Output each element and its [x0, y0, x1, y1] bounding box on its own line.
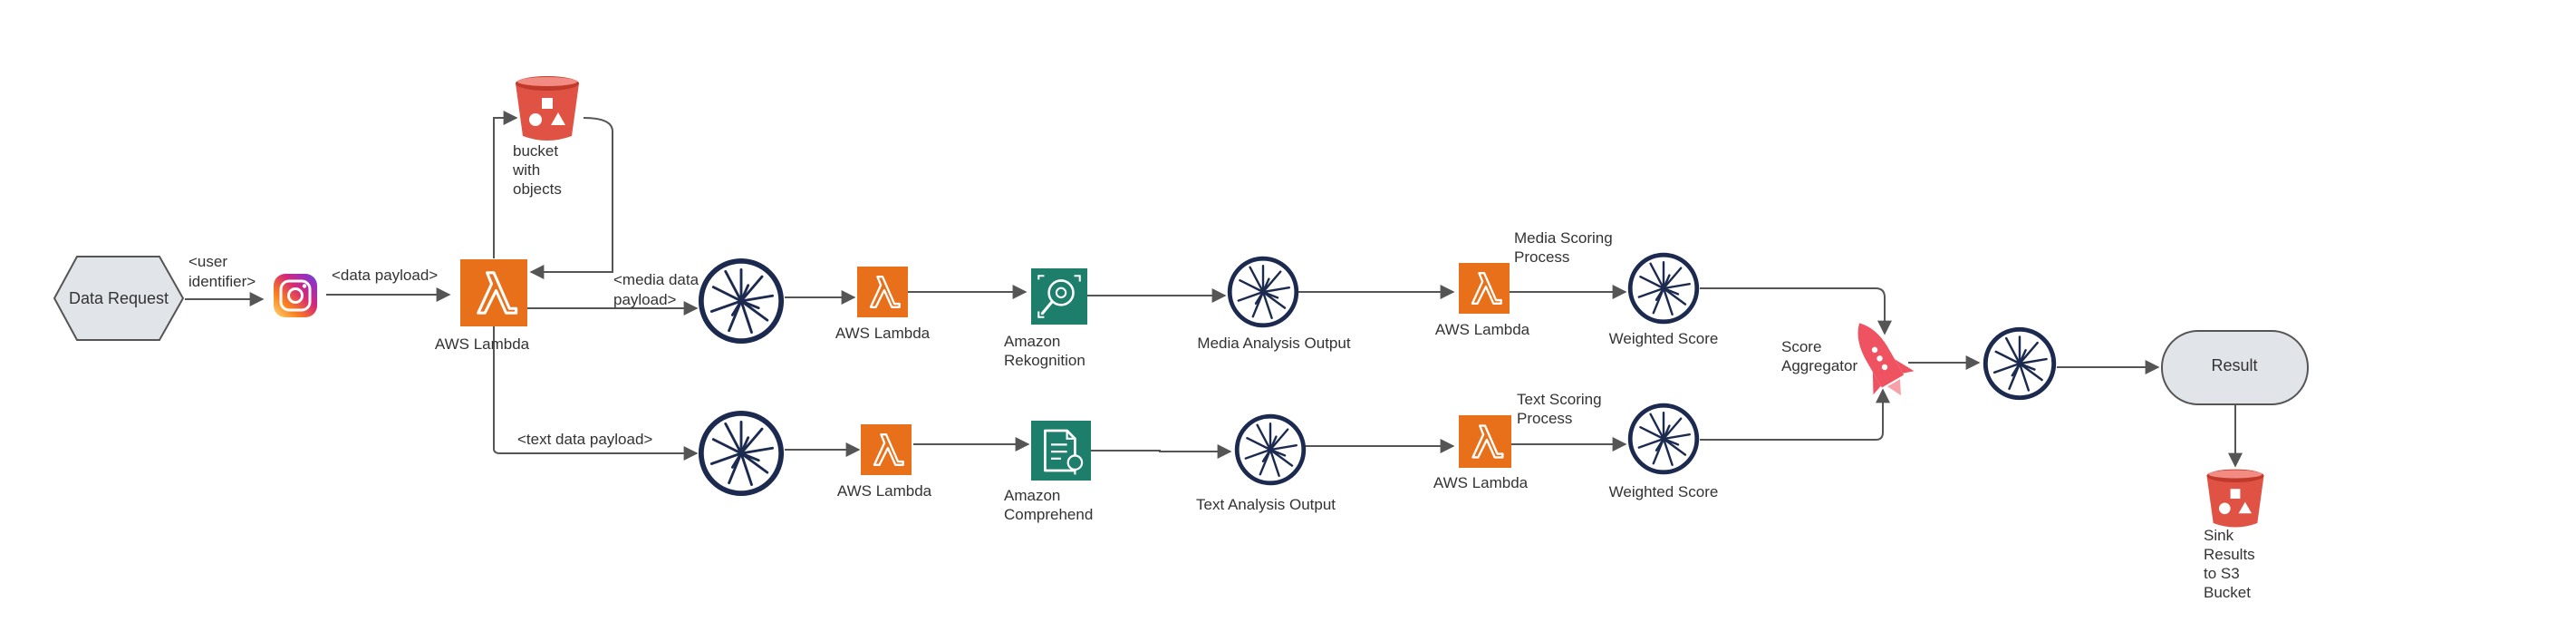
- lambda-node-ingest[interactable]: AWS Lambda: [435, 259, 530, 353]
- lambda-icon: [460, 259, 527, 326]
- lambda-text-label: AWS Lambda: [837, 482, 932, 500]
- kafka-stream-icon: [1630, 405, 1697, 472]
- edge-lambda-to-bucket: [493, 111, 518, 258]
- kafka-stream-icon: [1230, 258, 1297, 325]
- sink-label-2: Results: [2204, 546, 2255, 563]
- lambda-node-media-scoring[interactable]: AWS Lambda Media Scoring Process: [1435, 229, 1613, 338]
- bucket-node[interactable]: bucket with objects: [512, 76, 579, 198]
- weighted-score-text-label: Weighted Score: [1609, 483, 1719, 500]
- kafka-stream-icon: [701, 261, 781, 341]
- text-output-label: Text Analysis Output: [1196, 496, 1336, 513]
- rekognition-label-2: Rekognition: [1004, 352, 1085, 369]
- text-scoring-process-1: Text Scoring: [1517, 391, 1602, 408]
- edge-label-text-payload: <text data payload>: [517, 431, 652, 448]
- lambda-text-scoring-label: AWS Lambda: [1433, 474, 1529, 491]
- edge-label-user-identifier-1: <user: [188, 253, 227, 270]
- rekognition-label-1: Amazon: [1004, 333, 1060, 350]
- media-output-label: Media Analysis Output: [1197, 335, 1350, 352]
- comprehend-label-2: Comprehend: [1004, 506, 1093, 523]
- score-aggregator-label-2: Aggregator: [1781, 357, 1857, 374]
- s3-bucket-icon: [2206, 469, 2264, 528]
- edge-label-media-payload-2: payload>: [613, 291, 677, 308]
- bucket-label-3: objects: [513, 180, 562, 198]
- text-scoring-process-2: Process: [1517, 410, 1572, 427]
- lambda-media-label: AWS Lambda: [835, 325, 931, 342]
- lambda-node-media[interactable]: AWS Lambda: [835, 267, 931, 342]
- edge-label-media-payload-1: <media data: [613, 271, 699, 288]
- comprehend-icon: [1031, 421, 1091, 481]
- kafka-stream-icon: [701, 413, 781, 493]
- result-node[interactable]: Result: [2161, 330, 2309, 405]
- sink-label-4: Bucket: [2204, 584, 2251, 601]
- data-request-label: Data Request: [69, 289, 169, 307]
- weighted-score-media-node[interactable]: Weighted Score: [1609, 255, 1719, 347]
- edge-bucket-to-lambda: [529, 117, 613, 279]
- media-analysis-output-node[interactable]: Media Analysis Output: [1197, 258, 1351, 352]
- lambda-icon: [861, 424, 912, 475]
- rekognition-node[interactable]: Amazon Rekognition: [1004, 268, 1087, 369]
- s3-bucket-icon: [516, 76, 579, 141]
- edge-label-data-payload: <data payload>: [332, 267, 438, 284]
- lambda-node-text[interactable]: AWS Lambda: [837, 424, 932, 500]
- sink-label-1: Sink: [2204, 527, 2234, 544]
- score-aggregator-label-1: Score: [1781, 338, 1821, 355]
- result-label: Result: [2211, 356, 2257, 374]
- comprehend-node[interactable]: Amazon Comprehend: [1004, 421, 1093, 523]
- bucket-label-2: with: [512, 161, 540, 179]
- lambda-node-text-scoring[interactable]: AWS Lambda Text Scoring Process: [1433, 391, 1602, 491]
- text-analysis-output-node[interactable]: Text Analysis Output: [1196, 416, 1336, 513]
- lambda-media-scoring-label: AWS Lambda: [1435, 321, 1530, 338]
- edge-comprehend-to-output: [1091, 444, 1232, 459]
- lambda-icon: [1459, 263, 1510, 314]
- data-request-node[interactable]: Data Request: [53, 256, 185, 341]
- kafka-stream-icon: [1985, 329, 2053, 397]
- kafka-stream-icon: [1630, 255, 1697, 322]
- edge-weighted-text-to-aggregator: [1700, 388, 1890, 441]
- lambda-ingest-label: AWS Lambda: [435, 335, 530, 353]
- sink-bucket-node[interactable]: Sink Results to S3 Bucket: [2204, 469, 2264, 601]
- bucket-label-1: bucket: [513, 142, 558, 160]
- edge-weighted-media-to-aggregator: [1700, 287, 1892, 335]
- rocket-icon: [1857, 323, 1915, 396]
- rekognition-icon: [1031, 268, 1087, 325]
- lambda-icon: [857, 267, 908, 317]
- edge-label-user-identifier-2: identifier>: [188, 273, 256, 290]
- lambda-icon: [1459, 415, 1511, 468]
- score-aggregator-node[interactable]: Score Aggregator: [1781, 311, 1922, 407]
- comprehend-label-1: Amazon: [1004, 487, 1060, 504]
- media-scoring-process-1: Media Scoring: [1514, 229, 1613, 247]
- sink-label-3: to S3: [2204, 565, 2240, 582]
- media-scoring-process-2: Process: [1514, 248, 1569, 266]
- edge-lambda-to-text-stream: [493, 308, 699, 461]
- weighted-score-media-label: Weighted Score: [1609, 330, 1719, 347]
- edges: [185, 111, 2243, 468]
- kafka-stream-icon: [1237, 416, 1304, 483]
- weighted-score-text-node[interactable]: Weighted Score: [1609, 405, 1719, 500]
- instagram-icon: [274, 274, 317, 317]
